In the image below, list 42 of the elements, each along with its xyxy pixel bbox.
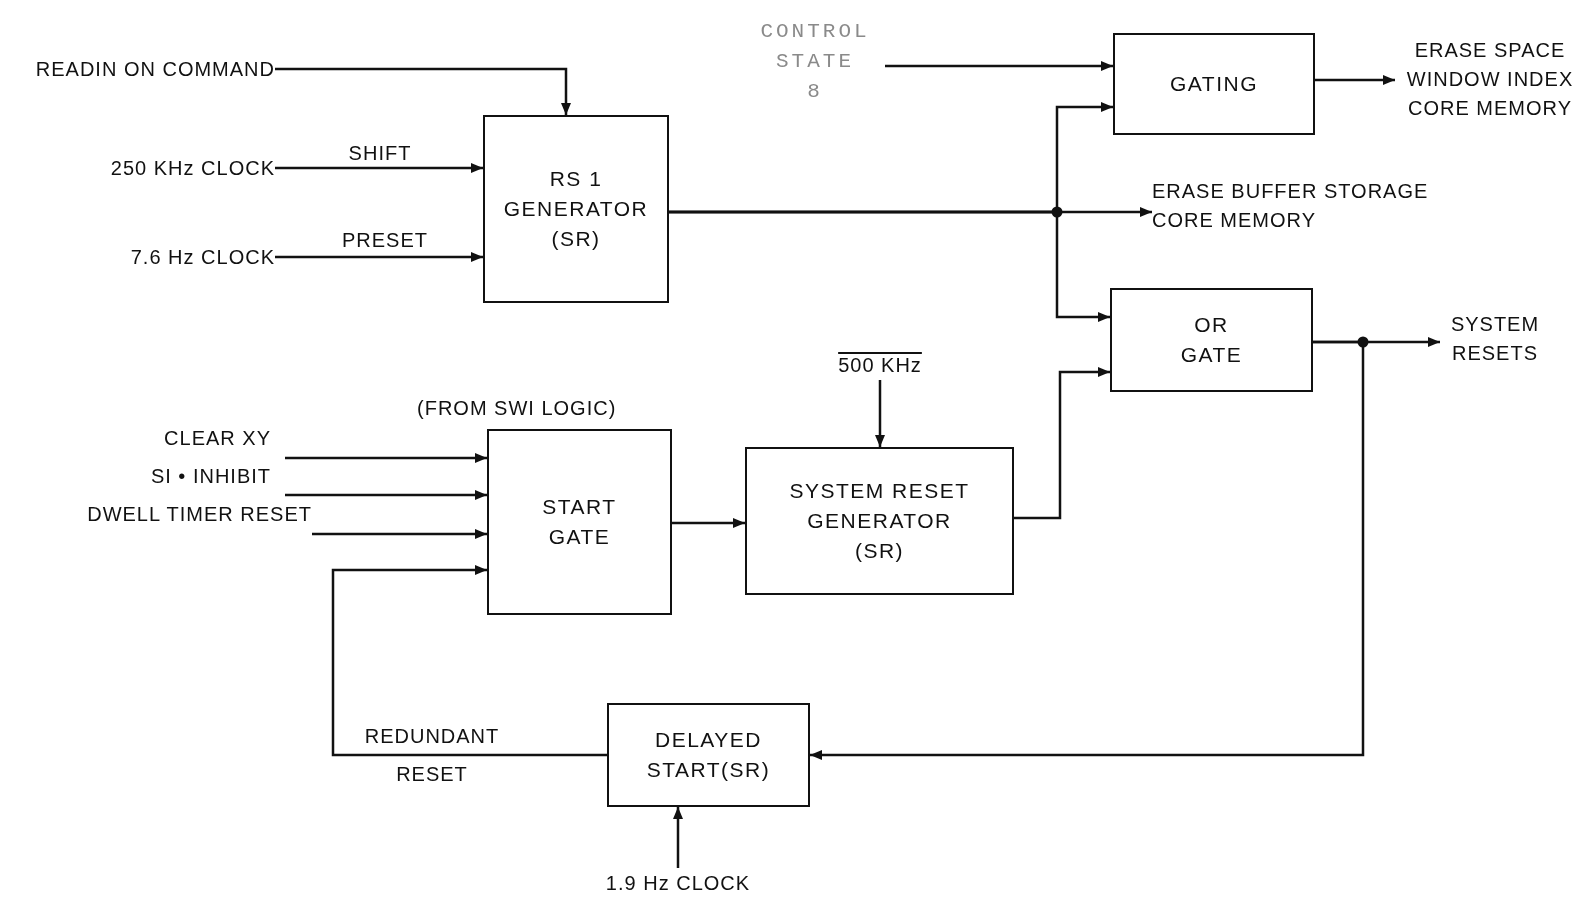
signal-name: 1.9 Hz CLOCK — [605, 870, 751, 896]
signal-arrow — [285, 490, 487, 500]
signal-arrow — [810, 340, 1365, 760]
signal-arrow — [1014, 367, 1110, 520]
signal-name: 250 KHz CLOCK — [110, 155, 275, 181]
source-note: (FROM SWI LOGIC) — [417, 397, 617, 420]
signal-name: 500 KHz — [838, 352, 922, 378]
edge-label: REDUNDANT RESET — [363, 724, 501, 787]
signal-arrow — [885, 61, 1113, 71]
block-box — [607, 703, 810, 807]
block-label: OR GATE — [1179, 312, 1244, 368]
signal-name: SYSTEM RESETS — [1449, 312, 1541, 366]
signal-arrow — [875, 380, 885, 447]
edge-label: PRESET — [341, 228, 429, 253]
signal-name: 7.6 Hz CLOCK — [130, 244, 275, 270]
signal-arrow — [673, 807, 683, 868]
signal-arrow — [275, 163, 483, 173]
signal-arrow — [672, 518, 745, 528]
signal-name: CONTROL STATE 8 — [759, 19, 871, 105]
signal-name: DWELL TIMER RESET — [87, 502, 312, 527]
block-box — [483, 115, 669, 303]
signal-name: ERASE BUFFER STORAGE CORE MEMORY — [1152, 179, 1430, 233]
block-label: GATING — [1170, 71, 1258, 97]
signal-arrow — [331, 565, 607, 757]
block-label: SYSTEM RESET GENERATOR (SR) — [788, 478, 971, 564]
signal-arrow — [669, 210, 1110, 322]
signal-name: ERASE SPACE WINDOW INDEX CORE MEMORY — [1405, 38, 1575, 121]
signal-arrow — [275, 67, 571, 115]
signal-arrow — [285, 453, 487, 463]
edge-label: SHIFT — [347, 141, 413, 166]
signal-arrow — [312, 529, 487, 539]
block-box — [1110, 288, 1313, 392]
signal-name: READIN ON COMMAND — [35, 56, 275, 82]
block-label: RS 1 GENERATOR (SR) — [502, 166, 650, 252]
block-label: START GATE — [541, 494, 618, 550]
block-box — [1113, 33, 1315, 135]
block-box — [745, 447, 1014, 595]
block-label: DELAYED START(SR) — [645, 727, 772, 783]
signal-arrow — [275, 252, 483, 262]
signal-name: CLEAR XY — [164, 426, 271, 451]
signal-arrow — [1315, 75, 1395, 85]
signal-name: SI • INHIBIT — [150, 464, 271, 489]
